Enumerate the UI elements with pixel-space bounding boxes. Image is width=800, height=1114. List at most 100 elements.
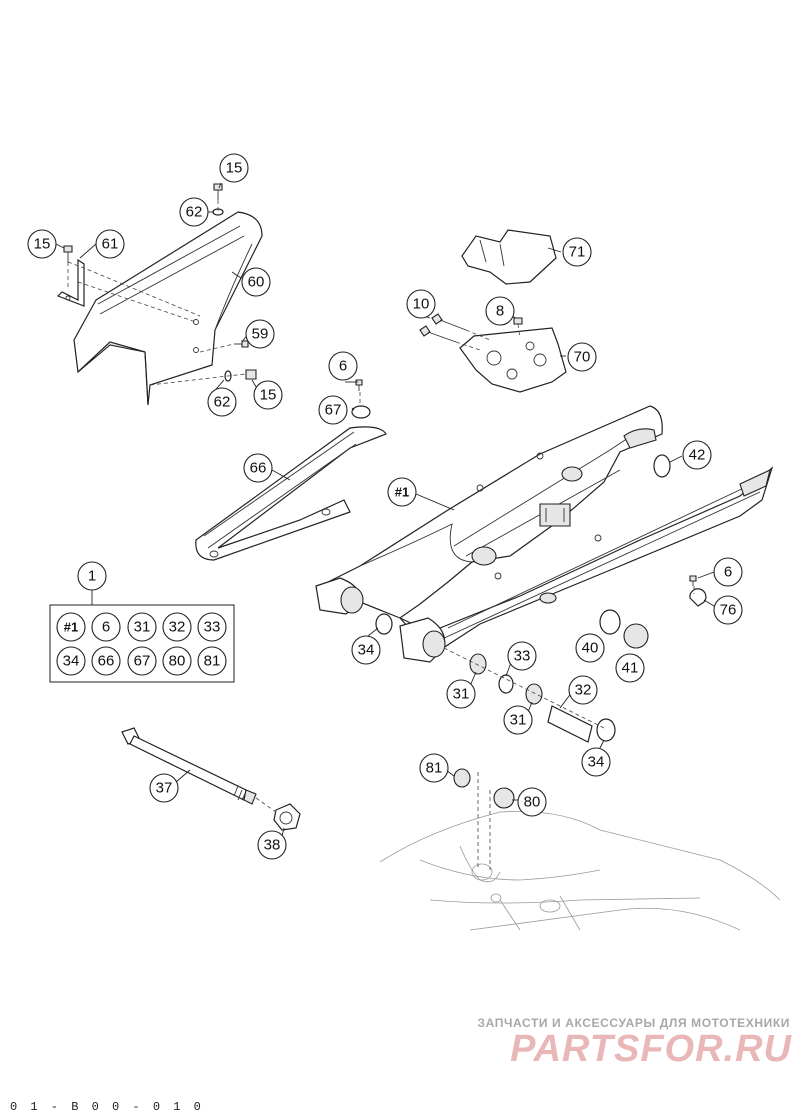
callout-label: 62 <box>214 394 231 411</box>
callout-label: 76 <box>720 602 737 619</box>
callout-label: 40 <box>582 640 599 657</box>
svg-text:33: 33 <box>204 619 221 636</box>
end-cap <box>623 623 649 649</box>
callout: 42 <box>682 440 712 470</box>
callout: 59 <box>245 319 275 349</box>
callout-label: 37 <box>156 780 173 797</box>
callout-label: 42 <box>689 447 706 464</box>
callout: 31 <box>446 679 476 709</box>
hose-clamp <box>689 575 707 607</box>
callout: 15 <box>219 153 249 183</box>
callout: 61 <box>95 229 125 259</box>
slider-screw <box>351 379 371 419</box>
svg-text:#1: #1 <box>64 620 78 635</box>
svg-text:66: 66 <box>98 653 115 670</box>
watermark-logo: PARTSFOR.RU <box>510 1028 792 1070</box>
chain-guard-part <box>73 211 263 406</box>
seal-ring <box>599 609 621 635</box>
callout-label: 31 <box>510 712 527 729</box>
callout: #1 <box>387 477 417 507</box>
callout: 70 <box>567 342 597 372</box>
kit-item: 66 <box>91 646 121 676</box>
callout-label: 34 <box>588 754 605 771</box>
kit-item: 6 <box>91 612 121 642</box>
callout-label: 80 <box>524 794 541 811</box>
callout: 31 <box>503 705 533 735</box>
callout: 15 <box>27 229 57 259</box>
callout-label: 8 <box>496 303 504 320</box>
svg-text:67: 67 <box>134 653 151 670</box>
callout-label: 38 <box>264 837 281 854</box>
callout: 6 <box>713 557 743 587</box>
kit-item: 80 <box>162 646 192 676</box>
guard-bracket-part <box>56 258 85 307</box>
callout: 37 <box>149 773 179 803</box>
callout-label: 15 <box>260 387 277 404</box>
kit-label: 1 <box>88 568 96 585</box>
callout: 40 <box>575 633 605 663</box>
callout: 6 <box>328 351 358 381</box>
svg-text:32: 32 <box>169 619 186 636</box>
kit-callout: 1 <box>77 561 107 591</box>
callout-label: 34 <box>358 642 375 659</box>
callout-label: 67 <box>325 402 342 419</box>
chain-guide-part <box>459 229 567 393</box>
callout: 66 <box>243 453 273 483</box>
svg-text:6: 6 <box>102 619 110 636</box>
svg-text:80: 80 <box>169 653 186 670</box>
callout: 80 <box>517 787 547 817</box>
callout-label: 33 <box>514 648 531 665</box>
callout-label: 62 <box>186 204 203 221</box>
frame-sketch <box>379 811 781 931</box>
callout: 8 <box>485 296 515 326</box>
chain-slider-part <box>195 426 387 561</box>
kit-item: 34 <box>56 646 86 676</box>
callout-label: 61 <box>102 236 119 253</box>
guard-screws <box>63 183 257 382</box>
watermark-tagline: ЗАПЧАСТИ И АКСЕССУАРЫ ДЛЯ МОТОТЕХНИКИ <box>477 1016 790 1030</box>
callout-label: 60 <box>248 274 265 291</box>
callout-label: 59 <box>252 326 269 343</box>
callout: 62 <box>179 197 209 227</box>
callout: 33 <box>507 641 537 671</box>
axle-slot-cap <box>653 454 671 478</box>
callout-label: 15 <box>34 236 51 253</box>
svg-text:34: 34 <box>63 653 80 670</box>
callout: 60 <box>241 267 271 297</box>
callout: 15 <box>253 380 283 410</box>
callout: 41 <box>615 653 645 683</box>
callout: 62 <box>207 387 237 417</box>
callout-label: 71 <box>569 244 586 261</box>
callout-label: 81 <box>426 760 443 777</box>
callout: 81 <box>419 753 449 783</box>
callout: 34 <box>351 635 381 665</box>
callout-label: 6 <box>339 358 347 375</box>
diagram-code: 0 1 - B 0 0 - 0 1 0 <box>10 1100 204 1114</box>
callout-label: 15 <box>226 160 243 177</box>
callout: 34 <box>581 747 611 777</box>
pivot-axle-part <box>121 727 301 831</box>
svg-text:81: 81 <box>204 653 221 670</box>
callout-label: 41 <box>622 660 639 677</box>
kit-item: 67 <box>127 646 157 676</box>
callout-label: 6 <box>724 564 732 581</box>
kit-item: #1 <box>56 612 86 642</box>
callout: 10 <box>406 289 436 319</box>
kit-item: 31 <box>127 612 157 642</box>
callout: 38 <box>257 830 287 860</box>
callout-label: 70 <box>574 349 591 366</box>
kit-item: 81 <box>197 646 227 676</box>
callout-label: 66 <box>250 460 267 477</box>
pivot-bearings <box>375 613 616 743</box>
callout-label: 31 <box>453 686 470 703</box>
swingarm-part <box>315 405 774 663</box>
callout: 71 <box>562 237 592 267</box>
linkage-bushings <box>453 768 515 809</box>
callout-label: 10 <box>413 296 430 313</box>
callout-label: #1 <box>395 485 409 500</box>
callout: 32 <box>568 675 598 705</box>
kit-item: 33 <box>197 612 227 642</box>
callout: 76 <box>713 595 743 625</box>
chain-guide-bolts <box>419 313 523 343</box>
